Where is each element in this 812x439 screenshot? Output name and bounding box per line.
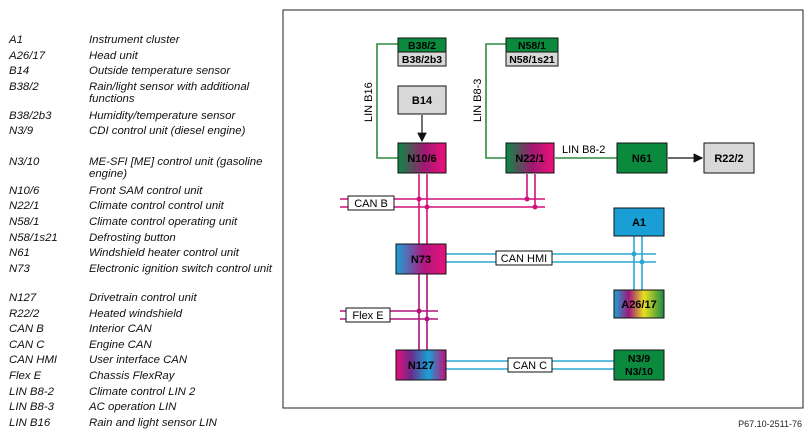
legend-desc: Interior CAN	[89, 323, 152, 335]
node-label: A1	[632, 217, 646, 229]
node-n58-1s21: N58/1s21	[505, 51, 559, 67]
node-label: N58/1	[518, 40, 546, 52]
legend-code: CAN C	[9, 339, 45, 351]
bus-label-can-c: CAN C	[507, 357, 553, 373]
lin-b8-3-wire	[485, 43, 506, 159]
legend-code: LIN B8-2	[9, 386, 54, 398]
node-b14: B14	[397, 85, 447, 115]
node-n10-6: N10/6	[397, 142, 447, 174]
legend-desc: Drivetrain control unit	[89, 292, 197, 304]
legend-desc: Rain and light sensor LIN	[89, 417, 217, 429]
node-label: N73	[411, 254, 431, 266]
can-hmi-junctions	[631, 251, 645, 265]
diagram-frame	[282, 9, 804, 409]
legend-desc: Humidity/temperature sensor	[89, 110, 236, 122]
legend-desc: Engine CAN	[89, 339, 152, 351]
node-b38-2b3: B38/2b3	[397, 51, 447, 67]
node-label: N61	[632, 153, 652, 165]
legend-desc: Heated windshield	[89, 308, 183, 320]
legend-desc: CDI control unit (diesel engine)	[89, 125, 246, 137]
legend-desc: Climate control operating unit	[89, 216, 238, 228]
legend-code: B14	[9, 65, 30, 77]
legend-desc: Windshield heater control unit	[89, 247, 239, 259]
legend-code: N22/1	[9, 200, 40, 212]
node-label: N127	[408, 360, 434, 372]
legend-code: N3/10	[9, 156, 40, 168]
legend-desc: Climate control control unit	[89, 200, 224, 212]
legend-desc: Defrosting button	[89, 232, 176, 244]
bus-label-can-b: CAN B	[347, 195, 395, 211]
node-a1: A1	[613, 207, 665, 237]
legend-code: LIN B8-3	[9, 401, 54, 413]
legend-desc: AC operation LIN	[89, 401, 177, 413]
legend-desc: Head unit	[89, 50, 138, 62]
bus-label: CAN B	[354, 198, 388, 210]
legend: A1 Instrument cluster A26/17 Head unit B14…	[0, 0, 280, 439]
legend-code: N58/1s21	[9, 232, 58, 244]
legend-desc: Chassis FlexRay	[89, 370, 175, 382]
node-n58-1: N58/1	[505, 37, 559, 53]
node-n22-1: N22/1	[505, 142, 555, 174]
legend-code: A1	[9, 34, 23, 46]
legend-desc: Outside temperature sensor	[89, 65, 231, 77]
node-n3-9-n3-10: N3/9 N3/10	[613, 349, 665, 381]
lin-b16-label: LIN B16	[363, 82, 375, 122]
node-label: N22/1	[515, 153, 544, 165]
legend-desc: User interface CAN	[89, 354, 188, 366]
legend-desc: ME-SFI [ME] control unit (gasoline engin…	[89, 156, 263, 180]
legend-code: CAN HMI	[9, 354, 58, 366]
node-n127: N127	[395, 349, 447, 381]
lin-b8-3-label: LIN B8-3	[472, 79, 484, 122]
node-n73: N73	[395, 243, 447, 275]
node-label: B38/2	[408, 40, 436, 52]
legend-code: B38/2	[9, 81, 39, 93]
node-b38-2: B38/2	[397, 37, 447, 53]
legend-desc: Electronic ignition switch control unit	[89, 263, 272, 275]
legend-code: R22/2	[9, 308, 40, 320]
node-label: B14	[412, 95, 433, 107]
legend-code: Flex E	[9, 370, 42, 382]
legend-desc: Instrument cluster	[89, 34, 180, 46]
legend-code: N73	[9, 263, 30, 275]
legend-code: N61	[9, 247, 30, 259]
legend-desc: Climate control LIN 2	[89, 386, 196, 398]
bus-label: CAN C	[513, 360, 547, 372]
reference-code: P67.10-2511-76	[738, 419, 802, 429]
node-r22-2: R22/2	[703, 142, 755, 174]
can-b-junctions	[416, 196, 538, 210]
lin-b8-2-label: LIN B8-2	[562, 144, 605, 156]
node-label: R22/2	[714, 153, 743, 165]
legend-code: N127	[9, 292, 37, 304]
node-label: N3/10	[625, 366, 653, 378]
legend-code: N3/9	[9, 125, 34, 137]
legend-desc: Front SAM control unit	[89, 185, 203, 197]
node-label: N58/1s21	[509, 54, 555, 66]
legend-code: A26/17	[9, 50, 46, 62]
bus-label-can-hmi: CAN HMI	[495, 250, 553, 266]
legend-code: LIN B16	[9, 417, 51, 429]
node-a26-17: A26/17	[613, 289, 665, 319]
legend-code: N10/6	[9, 185, 40, 197]
flex-e-junctions	[416, 308, 430, 322]
node-label: B38/2b3	[402, 54, 442, 66]
node-label: A26/17	[621, 299, 656, 311]
legend-code: N58/1	[9, 216, 40, 228]
lin-b16-wire	[376, 43, 398, 159]
node-label: N3/9	[628, 353, 650, 365]
bus-label: Flex E	[352, 310, 383, 322]
legend-code: CAN B	[9, 323, 44, 335]
legend-code: B38/2b3	[9, 110, 52, 122]
legend-desc: Rain/light sensor with additional functi…	[89, 81, 250, 105]
node-n61: N61	[616, 142, 668, 174]
bus-label: CAN HMI	[501, 253, 547, 265]
node-label: N10/6	[407, 153, 436, 165]
bus-label-flex-e: Flex E	[345, 307, 391, 323]
